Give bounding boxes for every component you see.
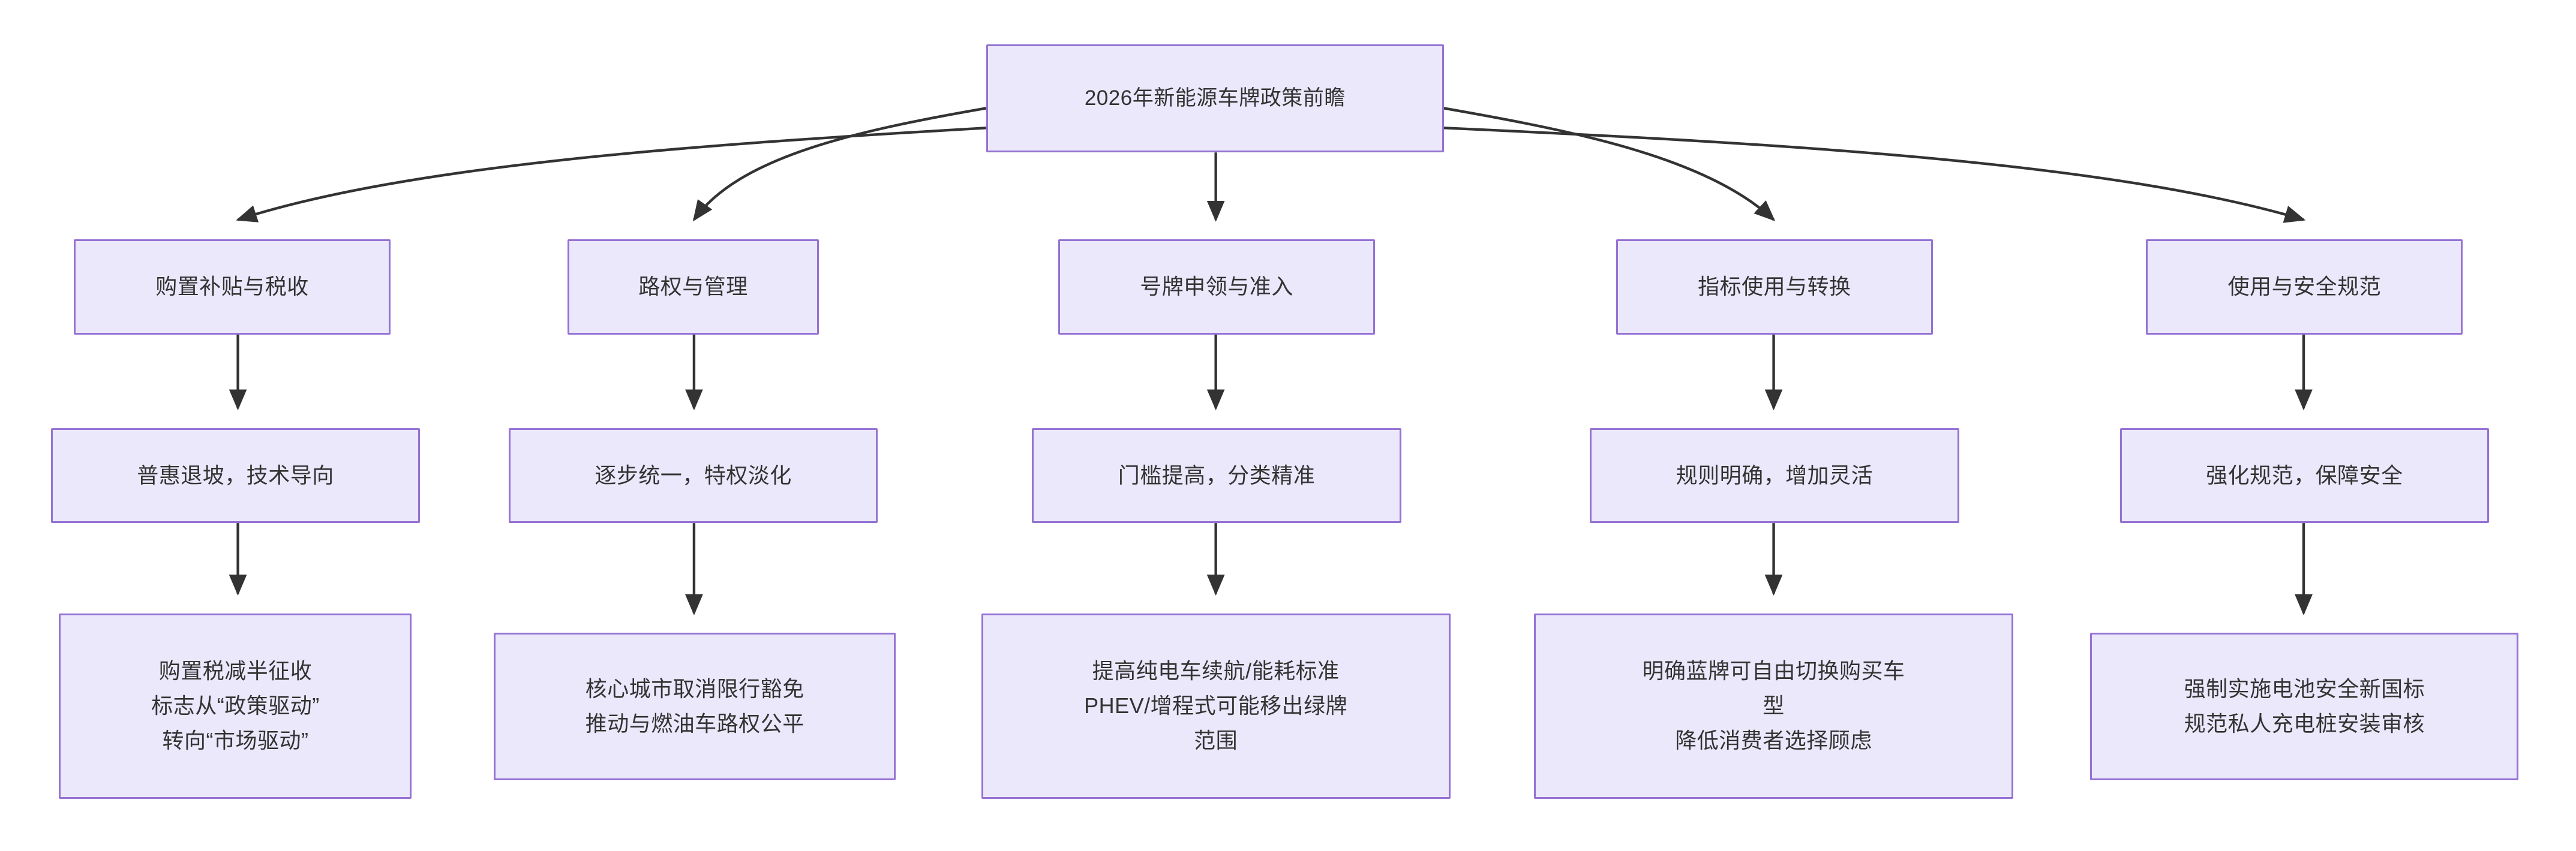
node-detail-quota-usage-conversion[interactable]: 明确蓝牌可自由切换购买车 型 降低消费者选择顾虑 bbox=[1534, 613, 2013, 799]
node-category-usage-safety-standards[interactable]: 使用与安全规范 bbox=[2146, 239, 2463, 335]
node-detail-purchase-subsidy-tax[interactable]: 购置税减半征收 标志从“政策驱动” 转向“市场驱动” bbox=[59, 613, 412, 799]
edge-root-to-c2 bbox=[692, 107, 987, 222]
node-detail-usage-safety-standards[interactable]: 强制实施电池安全新国标 规范私人充电桩安装审核 bbox=[2090, 633, 2519, 781]
node-category-road-rights-management[interactable]: 路权与管理 bbox=[568, 239, 819, 335]
node-trend-usage-safety-standards[interactable]: 强化规范，保障安全 bbox=[2119, 428, 2490, 524]
node-detail-plate-application-access[interactable]: 提高纯电车续航/能耗标准 PHEV/增程式可能移出绿牌 范围 bbox=[981, 613, 1451, 799]
node-detail-road-rights-management[interactable]: 核心城市取消限行豁免 推动与燃油车路权公平 bbox=[494, 633, 896, 781]
node-trend-purchase-subsidy-tax[interactable]: 普惠退坡，技术导向 bbox=[50, 428, 421, 524]
node-trend-quota-usage-conversion[interactable]: 规则明确，增加灵活 bbox=[1590, 428, 1959, 524]
node-trend-road-rights-management[interactable]: 逐步统一，特权淡化 bbox=[508, 428, 878, 524]
node-root[interactable]: 2026年新能源车牌政策前瞻 bbox=[986, 44, 1444, 153]
node-category-purchase-subsidy-tax[interactable]: 购置补贴与税收 bbox=[74, 239, 391, 335]
edge-root-to-c1 bbox=[236, 127, 986, 222]
node-trend-plate-application-access[interactable]: 门槛提高，分类精准 bbox=[1032, 428, 1401, 524]
node-category-quota-usage-conversion[interactable]: 指标使用与转换 bbox=[1616, 239, 1933, 335]
edge-root-to-c5 bbox=[1443, 127, 2306, 223]
node-category-plate-application-access[interactable]: 号牌申领与准入 bbox=[1058, 239, 1375, 335]
edge-root-to-c4 bbox=[1443, 107, 1776, 221]
